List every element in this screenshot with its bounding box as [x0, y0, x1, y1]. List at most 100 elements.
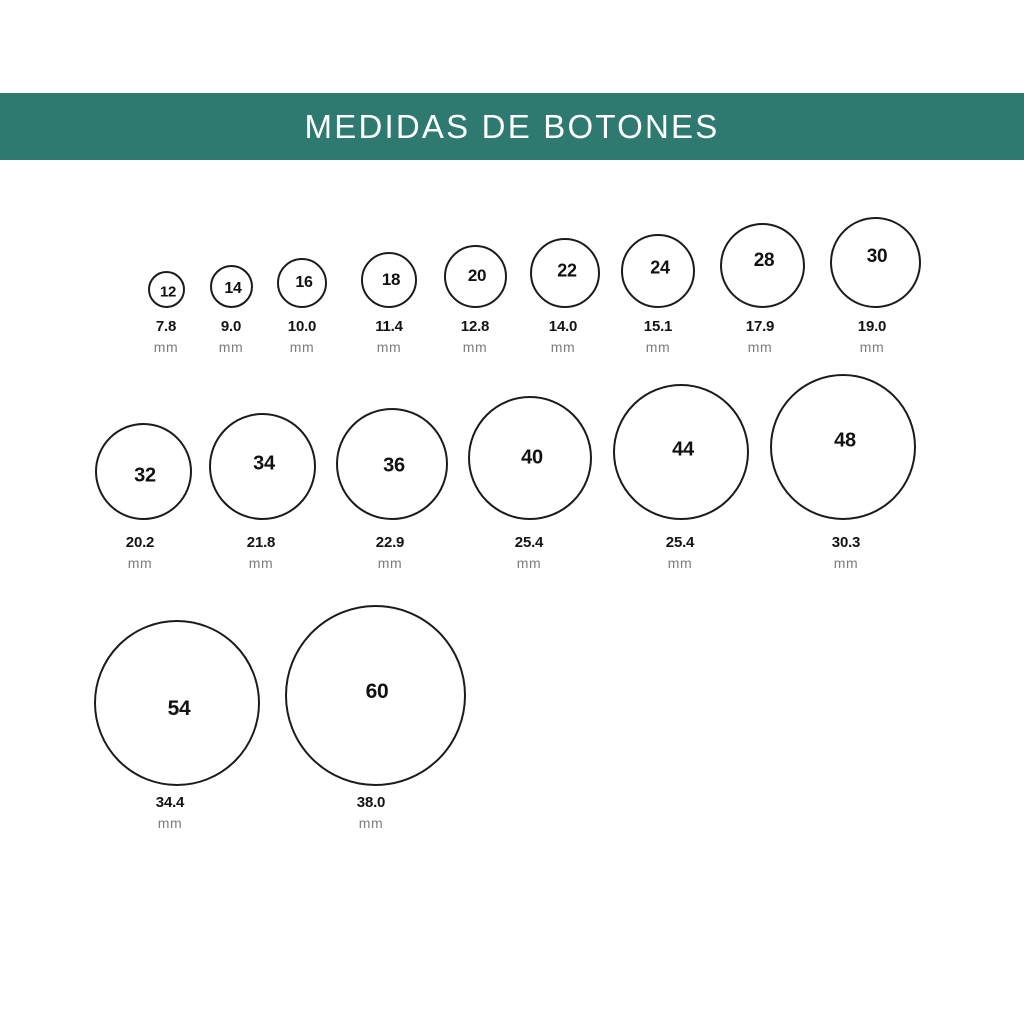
- button-measurement: 25.4 mm: [665, 534, 695, 574]
- button-size-label: 18: [381, 270, 401, 289]
- button-size-label: 28: [753, 249, 775, 271]
- measurement-value: 20.2: [125, 534, 155, 551]
- button-size-label: 54: [167, 697, 191, 720]
- size-row-inner: 32 20.2 mm 34 21.8 mm 36 22.9 mm 40 25.4 mm 44 25.4 mm…: [0, 372, 1024, 571]
- button-circle[interactable]: 18: [361, 252, 417, 308]
- button-circle[interactable]: 44: [613, 384, 749, 520]
- button-size-label: 32: [134, 464, 156, 486]
- button-size-item[interactable]: 44: [613, 384, 749, 520]
- button-size-label: 40: [521, 446, 543, 469]
- button-circle[interactable]: 20: [443, 245, 507, 308]
- button-measurement: 21.8 mm: [246, 534, 276, 574]
- button-circle[interactable]: 32: [94, 423, 192, 520]
- button-size-item[interactable]: 36: [336, 408, 448, 520]
- button-size-item[interactable]: 20: [443, 245, 507, 308]
- measurement-unit: mm: [377, 554, 403, 571]
- button-size-label: 20: [467, 265, 487, 285]
- button-circle[interactable]: 34: [208, 413, 316, 520]
- button-size-item[interactable]: 28: [719, 223, 805, 308]
- button-size-item[interactable]: 14: [209, 265, 253, 308]
- button-circle[interactable]: 60: [284, 605, 466, 786]
- button-measurement: 25.4 mm: [514, 534, 544, 574]
- button-circle[interactable]: 36: [336, 408, 448, 520]
- measurement-unit: mm: [516, 554, 542, 571]
- measurement-value: 34.4: [155, 794, 185, 811]
- measurement-unit: mm: [747, 338, 773, 355]
- measurement-value: 22.9: [375, 534, 405, 551]
- measurement-unit: mm: [248, 554, 274, 571]
- button-size-item[interactable]: 22: [530, 238, 600, 308]
- button-size-label: 12: [159, 283, 177, 300]
- measurement-unit: mm: [859, 338, 885, 355]
- button-measurement: 17.9 mm: [745, 318, 775, 358]
- button-size-label: 22: [557, 260, 577, 281]
- button-circle[interactable]: 14: [209, 265, 253, 308]
- measurement-value: 38.0: [356, 794, 386, 811]
- button-circle[interactable]: 22: [530, 238, 600, 308]
- button-measurement: 22.9 mm: [375, 534, 405, 574]
- button-circle[interactable]: 28: [719, 223, 805, 308]
- measurement-unit: mm: [289, 338, 315, 355]
- button-size-item[interactable]: 16: [277, 258, 327, 308]
- button-size-label: 16: [295, 274, 313, 291]
- measurement-unit: mm: [376, 338, 402, 355]
- button-measurement: 19.0 mm: [857, 318, 887, 358]
- button-size-label: 30: [866, 245, 888, 267]
- button-measurement: 11.4 mm: [375, 318, 403, 358]
- measurement-value: 10.0: [287, 318, 317, 335]
- button-size-item[interactable]: 60: [284, 605, 466, 786]
- button-size-item[interactable]: 12: [147, 271, 185, 308]
- measurement-value: 7.8: [155, 318, 177, 335]
- button-size-label: 60: [365, 679, 389, 703]
- button-circle[interactable]: 54: [94, 620, 260, 786]
- button-size-label: 48: [834, 429, 856, 452]
- button-measurement: 10.0 mm: [287, 318, 317, 358]
- measurement-value: 25.4: [665, 534, 695, 551]
- button-circle[interactable]: 30: [829, 217, 921, 308]
- measurement-unit: mm: [462, 338, 488, 355]
- button-measurement: 38.0 mm: [356, 794, 386, 834]
- button-size-item[interactable]: 30: [829, 217, 921, 308]
- measurement-value: 11.4: [375, 318, 403, 335]
- button-size-item[interactable]: 32: [94, 423, 192, 520]
- measurement-value: 17.9: [745, 318, 775, 335]
- measurement-unit: mm: [550, 338, 576, 355]
- button-size-label: 24: [650, 257, 670, 278]
- button-circle[interactable]: 24: [621, 234, 695, 308]
- button-circle[interactable]: 40: [468, 396, 592, 520]
- button-size-item[interactable]: 34: [208, 413, 316, 520]
- measurement-value: 9.0: [220, 318, 242, 335]
- measurement-value: 30.3: [831, 534, 861, 551]
- chart-banner: MEDIDAS DE BOTONES: [0, 93, 1024, 160]
- button-size-item[interactable]: 40: [468, 396, 592, 520]
- button-size-item[interactable]: 24: [621, 234, 695, 308]
- button-size-item[interactable]: 48: [770, 374, 916, 520]
- button-circle[interactable]: 48: [770, 374, 916, 520]
- button-size-label: 34: [253, 452, 275, 474]
- button-size-item[interactable]: 54: [94, 620, 260, 786]
- button-measurement: 14.0 mm: [548, 318, 578, 358]
- measurement-unit: mm: [667, 554, 693, 571]
- measurement-value: 19.0: [857, 318, 887, 335]
- button-size-item[interactable]: 18: [361, 252, 417, 308]
- button-size-label: 44: [672, 438, 694, 461]
- measurement-value: 21.8: [246, 534, 276, 551]
- measurement-unit: mm: [358, 814, 384, 831]
- measurement-unit: mm: [127, 554, 153, 571]
- page-title: MEDIDAS DE BOTONES: [304, 107, 720, 145]
- measurement-value: 25.4: [514, 534, 544, 551]
- measurement-unit: mm: [833, 554, 859, 571]
- measurement-value: 14.0: [548, 318, 578, 335]
- button-circle[interactable]: 16: [277, 258, 327, 308]
- measurement-value: 15.1: [643, 318, 673, 335]
- button-circle[interactable]: 12: [147, 271, 185, 308]
